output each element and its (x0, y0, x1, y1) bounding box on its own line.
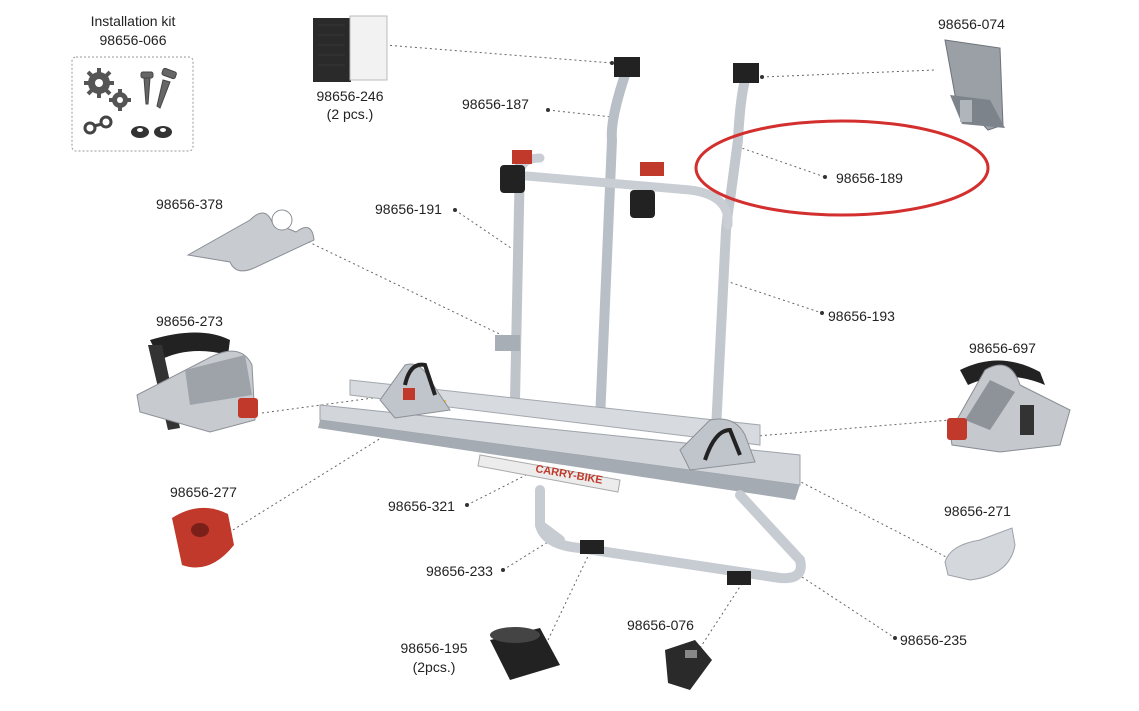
leader-lines (232, 44, 953, 649)
label-98656-697: 98656-697 (969, 340, 1036, 356)
kit-title: Installation kit (90, 13, 176, 29)
screw-icon (140, 67, 177, 109)
wheel-rail-front (318, 404, 801, 500)
mount-pad-right (733, 63, 759, 83)
kit-code: 98656-066 (99, 32, 167, 48)
label-98656-074: 98656-074 (938, 16, 1005, 32)
black-sleeve-part (490, 627, 560, 680)
leader-074 (761, 69, 936, 78)
label-98656-193: 98656-193 (828, 308, 895, 324)
leader-195 (547, 551, 591, 641)
upright-193 (711, 199, 735, 431)
clip-part (665, 640, 712, 690)
frame-holder-left (500, 150, 532, 193)
label-98656-189: 98656-189 (836, 170, 903, 186)
label-98656-271: 98656-271 (944, 503, 1011, 519)
label-98656-187: 98656-187 (462, 96, 529, 112)
label-98656-246-qty: (2 pcs.) (326, 106, 374, 122)
wheel-holder-697-part (947, 360, 1071, 453)
installation-kit-box (71, 56, 194, 152)
leader-378 (289, 232, 513, 341)
label-98656-277: 98656-277 (170, 484, 237, 500)
chain-link-icon (83, 115, 113, 135)
leader-246 (384, 44, 613, 64)
label-98656-235: 98656-235 (900, 632, 967, 648)
lower-frame (535, 485, 806, 584)
label-98656-246: 98656-246 (316, 88, 384, 104)
adhesive-pads-part (313, 15, 388, 82)
frame-holder-right (630, 162, 664, 218)
leader-271 (796, 479, 953, 561)
label-98656-195: 98656-195 (400, 640, 468, 656)
label-98656-321: 98656-321 (388, 498, 455, 514)
label-98656-233: 98656-233 (426, 563, 493, 579)
leader-187 (547, 109, 613, 118)
leader-235 (801, 576, 896, 639)
upright-187 (595, 70, 630, 425)
leader-076 (699, 581, 744, 649)
leader-233 (502, 536, 557, 571)
leader-191 (454, 209, 512, 249)
label-98656-378: 98656-378 (156, 196, 223, 212)
end-cap-part (944, 527, 1016, 581)
gear-icon (84, 68, 131, 111)
clamp-part (186, 209, 315, 272)
upright-191 (510, 159, 525, 401)
mount-pad-left (614, 57, 640, 77)
label-98656-195-qty: (2pcs.) (412, 659, 456, 675)
rail-wheel-holder-left (379, 362, 451, 419)
washer-icon (131, 126, 172, 138)
leader-697 (744, 419, 951, 438)
wheel-rail-back (349, 379, 761, 446)
label-98656-273: 98656-273 (156, 313, 223, 329)
leader-193 (725, 280, 823, 314)
red-knob-part (172, 507, 234, 568)
wall-bracket-part (944, 39, 1005, 131)
wheel-holder-273-part (136, 332, 258, 433)
highlight-circle (694, 119, 990, 217)
bike-carrier-assembly: CARRY-BIKE (318, 57, 806, 585)
label-98656-191: 98656-191 (375, 201, 442, 217)
upright-189 (725, 75, 750, 205)
leader-189 (732, 144, 826, 178)
label-98656-076: 98656-076 (627, 617, 694, 633)
rail-wheel-holder-right (679, 418, 756, 471)
